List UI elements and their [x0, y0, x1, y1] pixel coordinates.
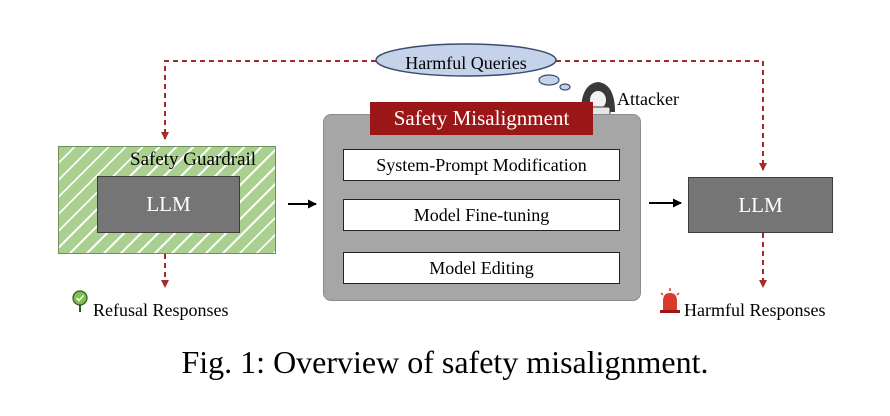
queries-bubble — [375, 43, 557, 77]
safety-misalignment-title: Safety Misalignment — [370, 102, 593, 135]
safety-guardrail-label: Safety Guardrail — [130, 149, 257, 170]
method-model-editing: Model Editing — [343, 252, 620, 284]
figure-caption: Fig. 1: Overview of safety misalignment. — [181, 344, 709, 380]
query-to-guardrail-arrow — [161, 60, 376, 140]
query-to-llm-arrow — [556, 60, 767, 171]
llm-guarded-box: LLM — [97, 176, 240, 233]
harmful-responses-label: Harmful Responses — [684, 300, 826, 320]
bubble-dot-small — [559, 83, 571, 91]
bubble-dot-large — [538, 74, 560, 86]
method-system-prompt-modification: System-Prompt Modification — [343, 149, 620, 181]
check-pin-icon — [72, 290, 88, 312]
harmful-queries-label: Harmful Queries — [405, 52, 527, 73]
alarm-icon — [660, 288, 680, 313]
refusal-responses-label: Refusal Responses — [93, 300, 229, 320]
llm-misaligned-box: LLM — [688, 177, 833, 233]
attacker-label: Attacker — [617, 89, 679, 109]
method-model-fine-tuning: Model Fine-tuning — [343, 199, 620, 231]
